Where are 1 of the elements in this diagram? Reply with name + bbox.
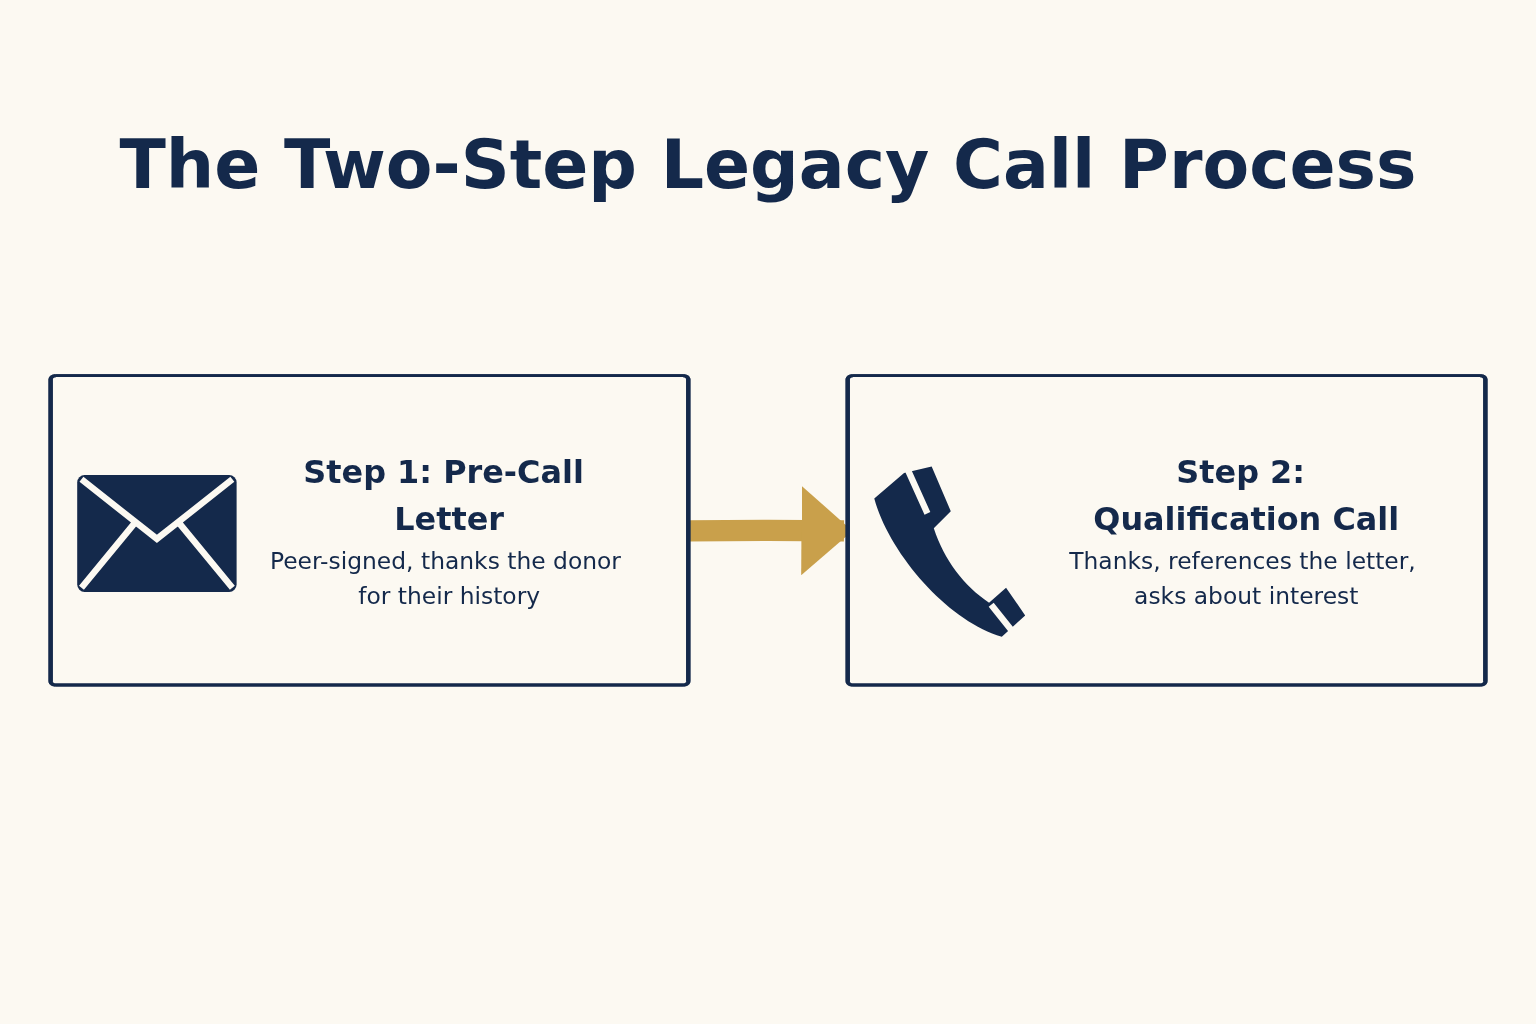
title: The Two-Step Legacy Call Process	[118, 125, 1418, 204]
